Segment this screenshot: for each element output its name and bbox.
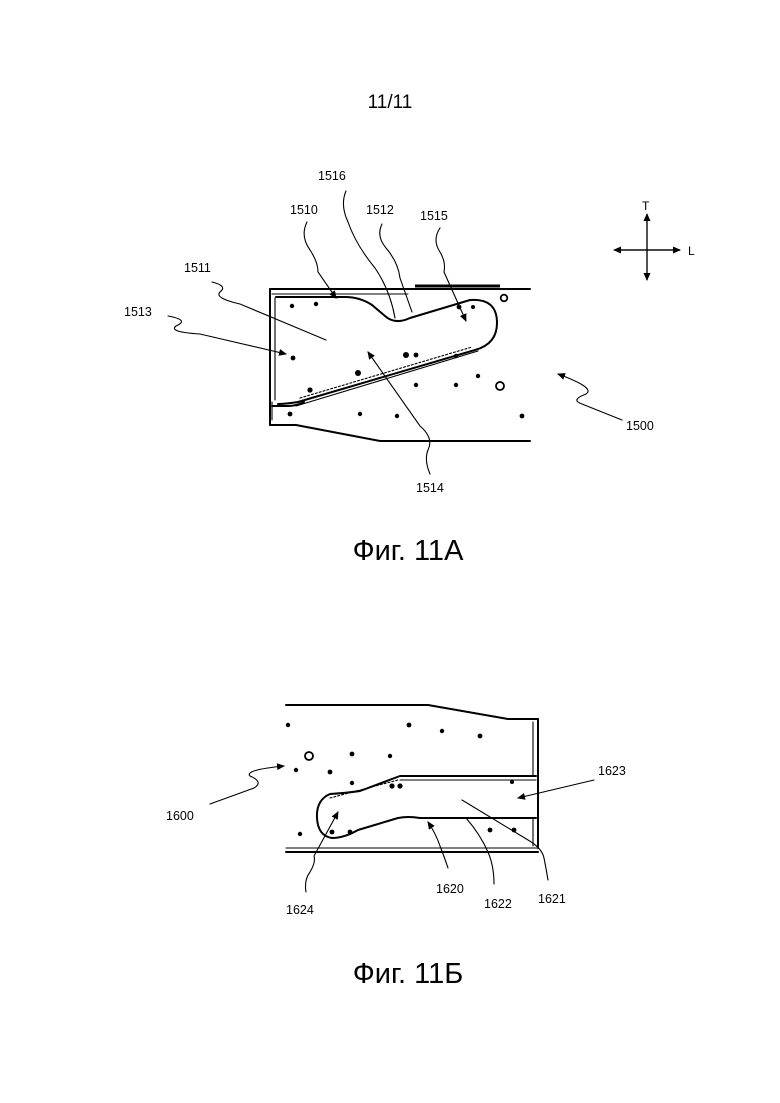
leaders-11a	[168, 191, 622, 474]
ref-1516: 1516	[318, 169, 346, 183]
ref-1510: 1510	[290, 203, 318, 217]
particles-11b	[286, 723, 517, 837]
panel-1600-body	[286, 705, 538, 852]
ref-1511: 1511	[184, 261, 211, 275]
ref-numerals-11a: 1516 1510 1512 1515 1511 1513 1500 1514	[124, 169, 654, 495]
ref-1515: 1515	[420, 209, 448, 223]
orientation-indicator: T L	[614, 199, 695, 280]
ref-numerals-11b: 1623 1600 1620 1621 1622 1624	[166, 764, 626, 917]
ref-1622: 1622	[484, 897, 512, 911]
ref-1512: 1512	[366, 203, 394, 217]
particles-11a	[288, 295, 525, 419]
axis-label-t: T	[642, 199, 650, 213]
figure-11a-caption: Фиг. 11А	[0, 535, 780, 568]
ref-1513: 1513	[124, 305, 152, 319]
ref-1500: 1500	[626, 419, 654, 433]
axis-label-l: L	[688, 244, 695, 258]
panel-1500-body	[270, 286, 530, 441]
figure-11b-caption: Фиг. 11Б	[0, 958, 780, 991]
tongue-1621	[317, 776, 536, 846]
ref-1600: 1600	[166, 809, 194, 823]
figure-11b: 1623 1600 1620 1621 1622 1624	[166, 705, 626, 917]
ref-1514: 1514	[416, 481, 444, 495]
ref-1621: 1621	[538, 892, 566, 906]
figure-11a: T L 1516 1510 1512 1515 1511 1513 1500 1…	[124, 169, 695, 495]
ref-1623: 1623	[598, 764, 626, 778]
ref-1620: 1620	[436, 882, 464, 896]
ref-1624: 1624	[286, 903, 314, 917]
